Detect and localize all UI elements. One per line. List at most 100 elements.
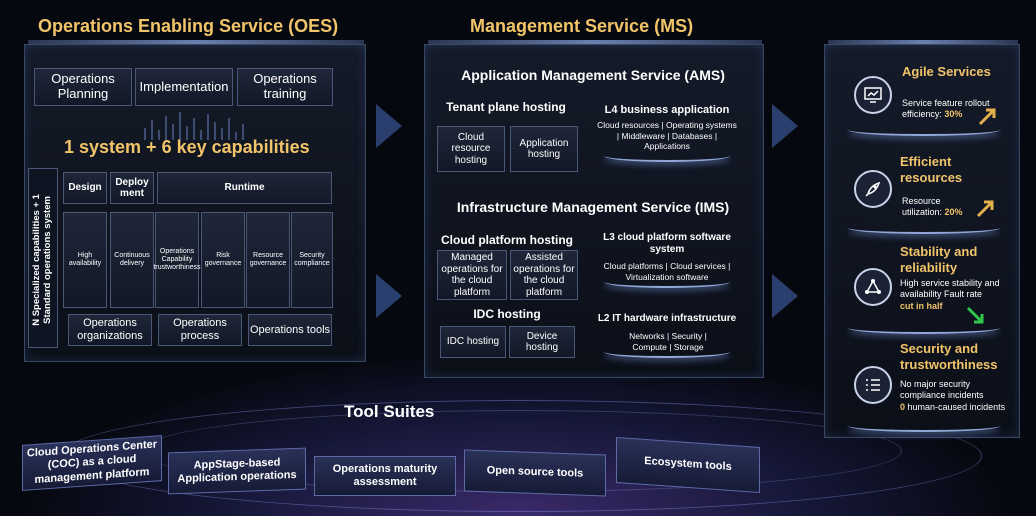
device-hosting-box: Device hosting — [509, 326, 575, 358]
benefit-efficient-desc: Resource utilization: — [902, 196, 943, 218]
benefit-agile-desc: Service feature rollout efficiency: — [902, 98, 990, 120]
benefit-efficient-title: Efficient resources — [900, 154, 963, 185]
benefit-stability-text: High service stability and availability … — [900, 278, 1010, 312]
oes-planning-label: Operations Planning — [51, 71, 115, 101]
benefit-security-desc: No major security compliance incidents — [900, 379, 984, 401]
benefit-security-title: Security and trustworthiness — [900, 341, 998, 372]
capability-resource-governance: Resource governance — [246, 212, 290, 308]
tool-maturity-label: Operations maturity assessment — [332, 462, 438, 488]
arrow-up-icon — [976, 200, 994, 218]
oes-vertical-label: N Specialized capabilities + 1 Standard … — [31, 194, 53, 326]
oes-process-label: Operations process — [173, 317, 227, 342]
stage-design: Design — [63, 172, 107, 204]
l3-title: L3 cloud platform software system — [603, 232, 731, 255]
arrow-up-icon — [978, 108, 996, 126]
idc-hosting-label: IDC hosting — [446, 336, 500, 348]
ms-title: Management Service (MS) — [470, 16, 694, 36]
stage-design-label: Design — [68, 182, 102, 194]
tool-appstage-label: AppStage-based Application operations — [177, 456, 297, 486]
capability-high-availability: High availability — [63, 212, 107, 308]
capability-continuous-delivery: Continuous delivery — [110, 212, 154, 308]
benefit-disc — [848, 322, 1000, 334]
tenant-hosting-title: Tenant plane hosting — [446, 100, 566, 114]
l2-title: L2 IT hardware infrastructure — [597, 313, 737, 324]
checklist-icon — [854, 366, 892, 404]
oes-training-button[interactable]: Operations training — [237, 68, 333, 106]
ms-panel — [424, 44, 764, 378]
tool-open-source-label: Open source tools — [486, 464, 584, 481]
idc-hosting-box: IDC hosting — [440, 326, 506, 358]
application-hosting: Application hosting — [510, 126, 578, 172]
stage-runtime: Runtime — [157, 172, 332, 204]
signal-bars-decoration — [144, 112, 244, 140]
cloud-resource-hosting: Cloud resource hosting — [437, 126, 505, 172]
network-triangle-icon — [854, 268, 892, 306]
capability-label: Continuous delivery — [114, 251, 150, 267]
benefit-agile-title: Agile Services — [902, 64, 991, 79]
capability-label: Resource governance — [249, 251, 287, 267]
benefits-top-face — [828, 40, 1018, 46]
managed-operations-box: Managed operations for the cloud platfor… — [437, 250, 507, 300]
oes-organizations-label: Operations organizations — [77, 317, 143, 342]
capability-label: High availability — [68, 251, 102, 267]
tool-maturity-assessment[interactable]: Operations maturity assessment — [314, 456, 456, 496]
benefit-disc — [848, 124, 1000, 136]
ms-top-face — [428, 40, 762, 46]
oes-implementation-label: Implementation — [139, 78, 229, 94]
oes-organizations: Operations organizations — [68, 314, 152, 346]
benefit-security-text: No major security compliance incidents 0… — [900, 379, 1010, 413]
oes-training-label: Operations training — [253, 71, 317, 101]
ims-title: Infrastructure Management Service (IMS) — [456, 199, 730, 215]
benefit-stability-desc: High service stability and availability … — [900, 278, 1000, 300]
oes-top-face — [28, 40, 364, 46]
oes-tools-label: Operations tools — [249, 323, 331, 336]
benefit-efficient-value: 20% — [944, 207, 963, 218]
rocket-icon — [854, 170, 892, 208]
tool-suites-title: Tool Suites — [344, 402, 435, 421]
capability-risk-governance: Risk governance — [201, 212, 245, 308]
idc-hosting-title: IDC hosting — [473, 307, 541, 321]
tool-ecosystem-label: Ecosystem tools — [644, 455, 732, 474]
benefit-stability-value: cut in half — [900, 300, 943, 311]
arrow-right-icon — [376, 104, 402, 148]
benefit-stability-title: Stability and reliability — [900, 244, 978, 275]
application-hosting-label: Application hosting — [519, 137, 569, 161]
benefit-disc — [848, 420, 1000, 432]
oes-vertical-label-box: N Specialized capabilities + 1 Standard … — [28, 168, 58, 348]
oes-planning-button[interactable]: Operations Planning — [34, 68, 132, 106]
capability-trustworthiness: Operations Capability trustworthiness — [153, 212, 201, 308]
oes-headline: 1 system + 6 key capabilities — [64, 137, 310, 157]
l3-platform-disc — [604, 276, 730, 288]
oes-title: Operations Enabling Service (OES) — [38, 16, 339, 36]
l4-title: L4 business application — [604, 104, 730, 116]
tool-open-source[interactable]: Open source tools — [464, 449, 606, 497]
stage-deployment: Deploy ment — [110, 172, 154, 204]
oes-process: Operations process — [158, 314, 242, 346]
assisted-operations-label: Assisted operations for the cloud platfo… — [513, 252, 575, 298]
oes-tools: Operations tools — [248, 314, 332, 346]
managed-operations-label: Managed operations for the cloud platfor… — [441, 252, 503, 298]
l4-platform-disc — [604, 150, 730, 162]
tool-coc[interactable]: Cloud Operations Center (COC) as a cloud… — [22, 435, 162, 491]
cloud-resource-hosting-label: Cloud resource hosting — [451, 131, 491, 166]
benefit-security-value: 0 — [900, 401, 906, 412]
benefit-agile-value: 30% — [944, 109, 963, 120]
benefit-disc — [848, 222, 1000, 234]
benefit-agile-text: Service feature rollout efficiency: 30% — [902, 98, 1010, 121]
stage-runtime-label: Runtime — [224, 182, 265, 194]
arrow-down-icon — [966, 306, 984, 324]
arrow-right-icon — [376, 274, 402, 318]
benefit-efficient-text: Resource utilization: 20% — [902, 196, 978, 219]
monitor-chart-icon — [854, 76, 892, 114]
tool-coc-label: Cloud Operations Center (COC) as a cloud… — [26, 438, 158, 486]
stage-deployment-label: Deploy ment — [115, 176, 149, 200]
arrow-right-icon — [772, 274, 798, 318]
oes-implementation-button[interactable]: Implementation — [135, 68, 233, 106]
tool-appstage[interactable]: AppStage-based Application operations — [168, 447, 306, 495]
cloud-platform-hosting-title: Cloud platform hosting — [441, 233, 573, 247]
benefit-security-desc2: human-caused incidents — [907, 401, 1006, 412]
l2-platform-disc — [604, 346, 730, 358]
ams-title: Application Management Service (AMS) — [461, 67, 725, 83]
capability-label: Security compliance — [294, 251, 330, 267]
